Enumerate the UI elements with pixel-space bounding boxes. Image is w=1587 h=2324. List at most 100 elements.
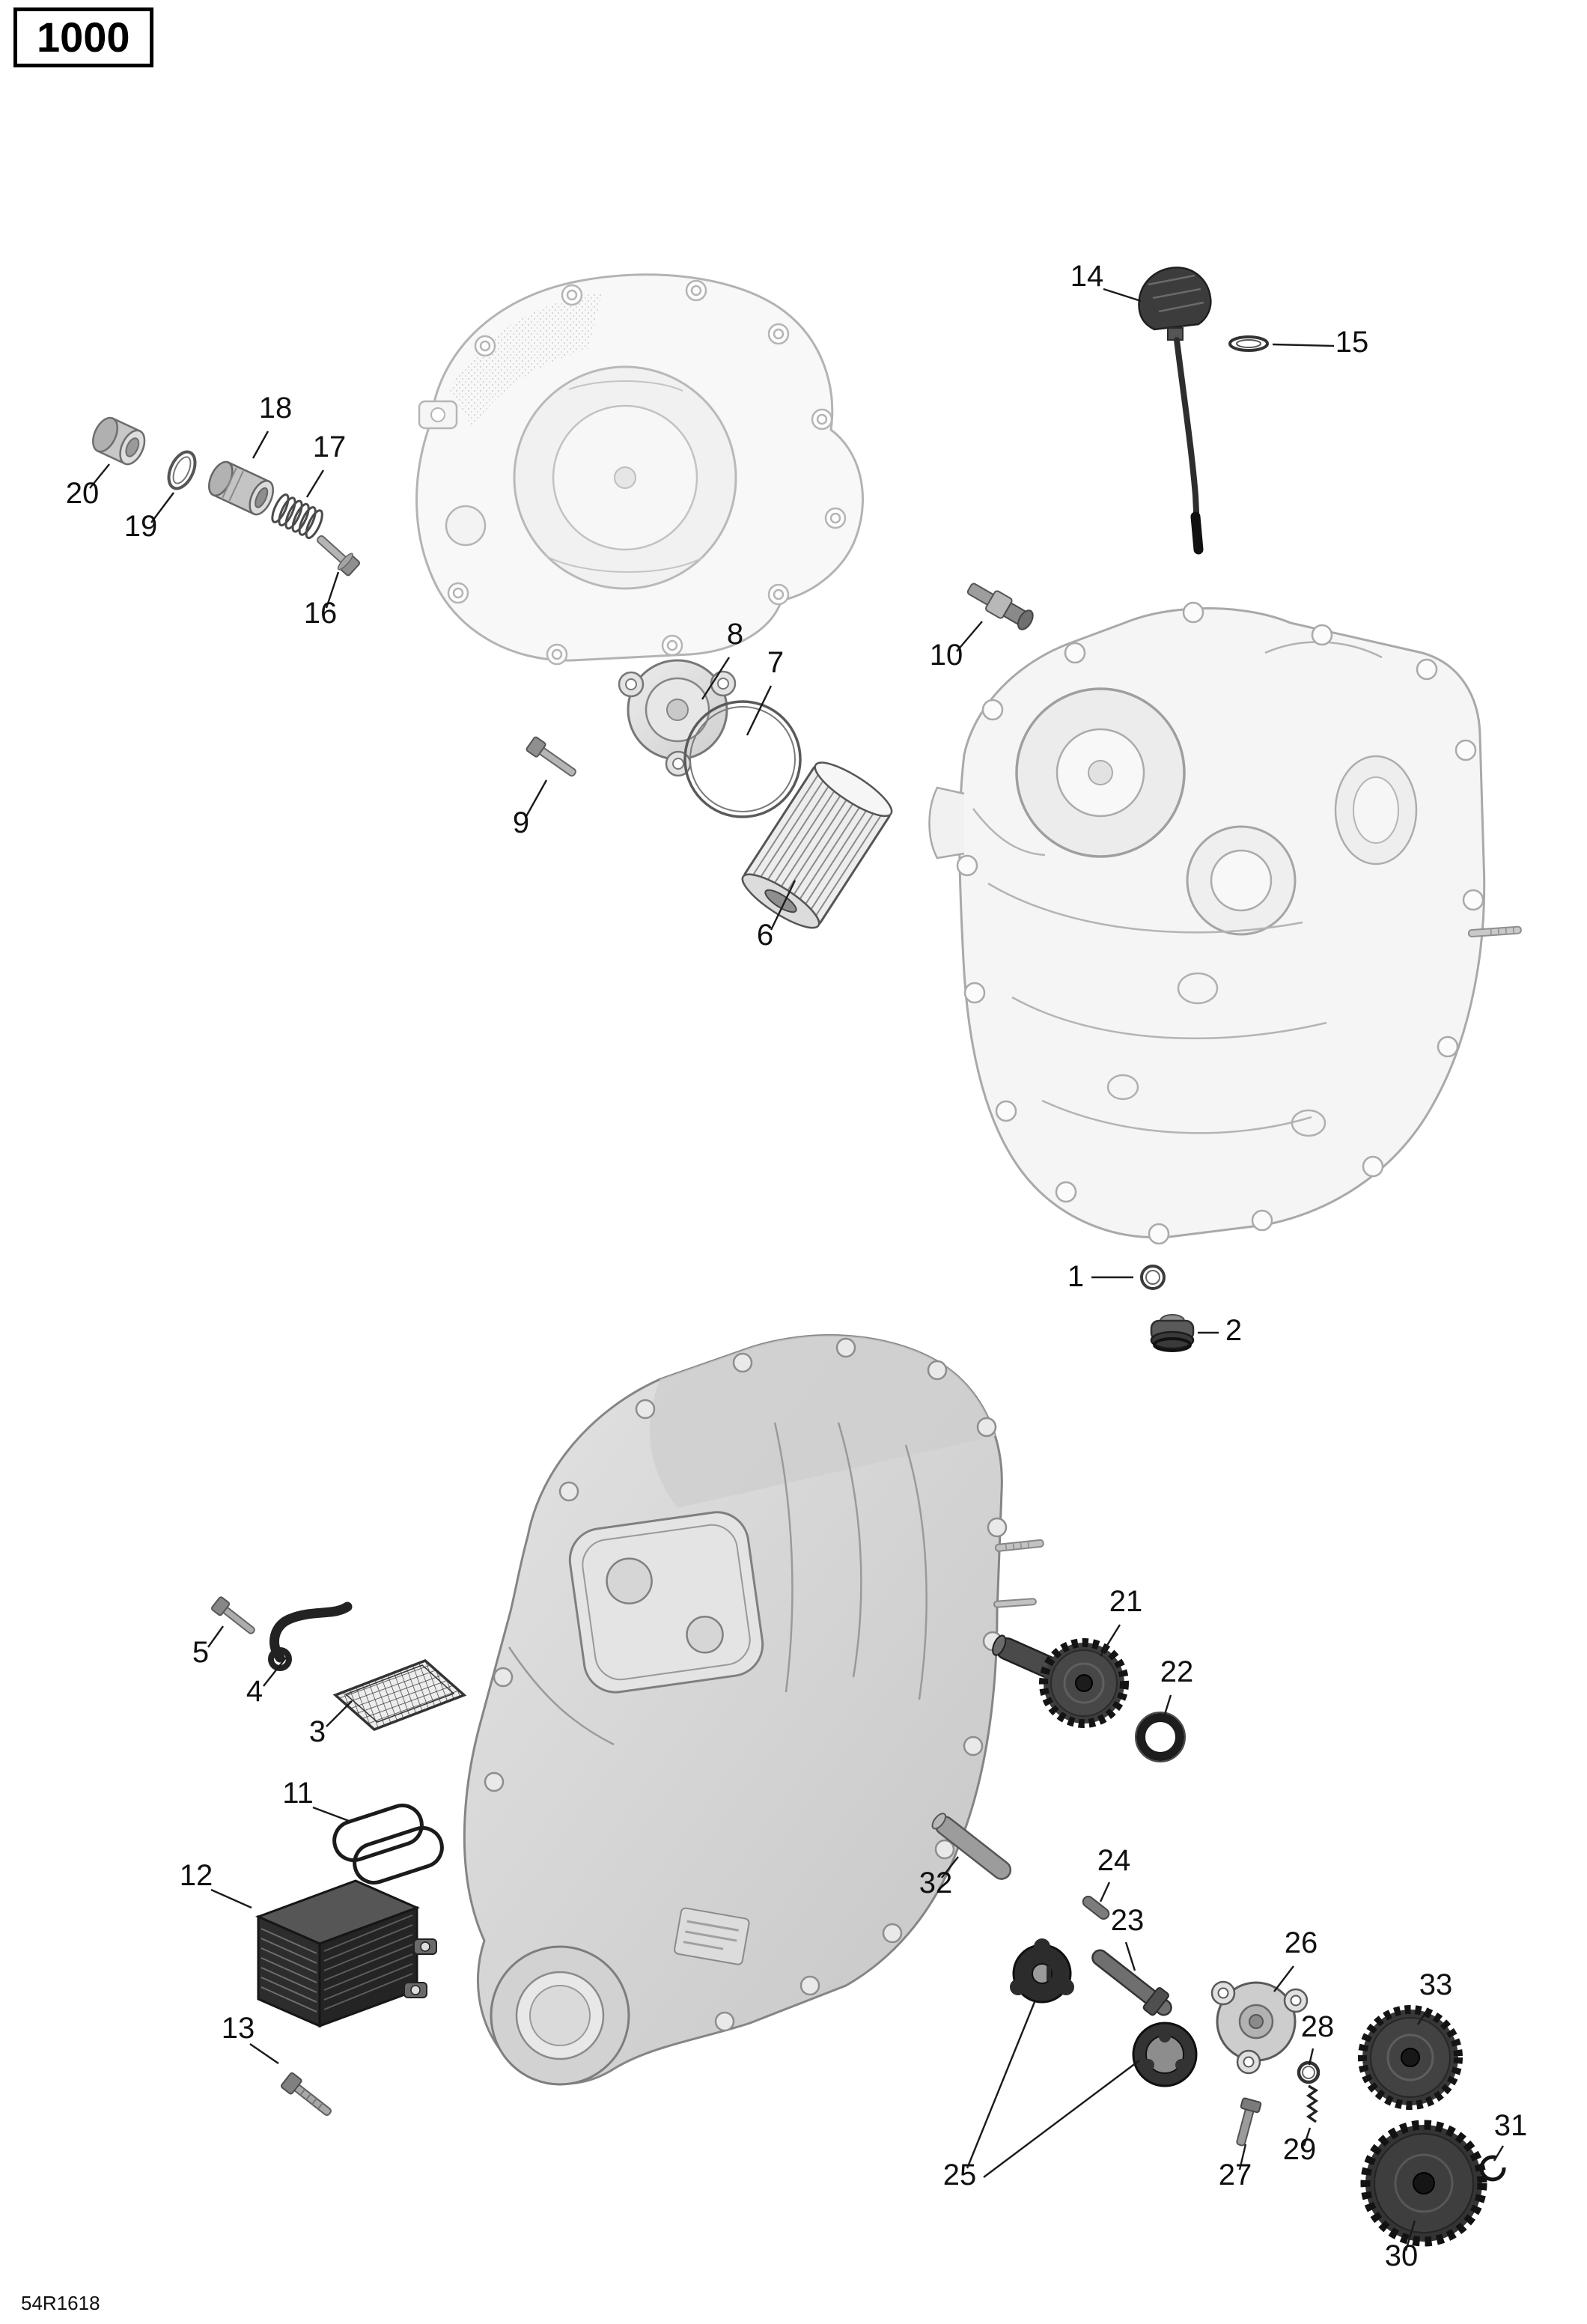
callout-leader-10	[956, 621, 983, 652]
bolt-16	[317, 535, 361, 577]
callout-leader-4	[263, 1657, 287, 1687]
callout-leader-21	[1099, 1624, 1121, 1657]
pickup-bracket-4	[268, 1601, 353, 1671]
case-stud-upper	[994, 1539, 1044, 1552]
callout-4: 4	[246, 1675, 263, 1708]
callout-leader-5	[207, 1625, 224, 1648]
plug-oring-1	[1140, 1265, 1166, 1290]
pump-shaft-23	[1091, 1949, 1172, 2016]
circlip-31	[1479, 2155, 1506, 2182]
callout-25: 25	[943, 2159, 977, 2191]
oil-cooler-12	[255, 1879, 437, 2028]
callout-12: 12	[180, 1859, 213, 1892]
bolt-27	[1236, 2097, 1262, 2147]
oil-fitting-10	[966, 582, 1034, 630]
callout-leader-25	[966, 2001, 1036, 2169]
callout-leader-33	[1416, 2007, 1430, 2025]
model-badge: 1000	[13, 7, 153, 67]
callout-23: 23	[1111, 1904, 1145, 1937]
callout-17: 17	[313, 431, 347, 463]
callout-8: 8	[727, 618, 743, 651]
callout-leader-25	[983, 2060, 1140, 2178]
callout-30: 30	[1385, 2239, 1419, 2272]
callout-13: 13	[222, 2012, 255, 2045]
callout-32: 32	[919, 1867, 953, 1899]
callout-leader-20	[89, 463, 110, 489]
callout-leader-32	[941, 1856, 959, 1879]
callout-1: 1	[1067, 1260, 1084, 1293]
filter-oring-7	[683, 700, 802, 818]
regulator-plug-20	[92, 416, 146, 466]
callout-leader-30	[1404, 2220, 1416, 2251]
crankcase-stud	[1467, 925, 1522, 938]
callout-33: 33	[1419, 1968, 1453, 2001]
callout-2: 2	[1225, 1314, 1242, 1347]
callout-27: 27	[1219, 2159, 1252, 2191]
callout-leader-16	[325, 571, 340, 609]
callout-28: 28	[1301, 2010, 1335, 2043]
callout-5: 5	[192, 1636, 209, 1669]
seal-22	[1135, 1712, 1186, 1762]
callout-leader-6	[770, 880, 796, 931]
callout-14: 14	[1070, 260, 1104, 293]
callout-leader-13	[249, 2043, 279, 2064]
case-label-plate	[674, 1907, 750, 1965]
spring-29	[1306, 2084, 1319, 2123]
callout-16: 16	[304, 597, 338, 630]
callout-leader-27	[1238, 2144, 1247, 2171]
callout-leader-8	[701, 657, 731, 700]
pump-cover-26	[1210, 1980, 1309, 2075]
cooler-gasket-11	[332, 1803, 444, 1885]
callout-leader-26	[1273, 1965, 1294, 1992]
gear-33	[1358, 2005, 1463, 2110]
case-stud-lower	[993, 1598, 1037, 1608]
callout-leader-14	[1103, 288, 1142, 302]
filter-cover-8	[618, 659, 737, 777]
oil-plug-2	[1150, 1314, 1195, 1352]
callout-leader-15	[1272, 343, 1335, 347]
pin-24	[1082, 1895, 1110, 1920]
callout-leader-19	[150, 492, 174, 523]
callout-leader-11	[312, 1806, 350, 1822]
oil-filter-assembly	[526, 659, 893, 929]
callout-leader-24	[1099, 1882, 1111, 1902]
callout-layer: 1234567891011121314151617181920212223242…	[66, 260, 1528, 2272]
callout-15: 15	[1335, 326, 1369, 359]
callout-leader-3	[326, 1700, 353, 1727]
callout-leader-7	[746, 685, 773, 736]
bolt-13	[280, 2072, 332, 2117]
callout-leader-29	[1303, 2127, 1312, 2147]
callout-leader-18	[252, 431, 269, 459]
callout-7: 7	[767, 646, 784, 679]
callout-31: 31	[1494, 2109, 1528, 2142]
oring-28	[1297, 2060, 1321, 2084]
callout-18: 18	[259, 392, 293, 425]
shaft-32	[931, 1813, 1012, 1880]
crankcase-right-half	[928, 601, 1522, 1245]
gear-30	[1360, 2120, 1487, 2247]
callout-leader-12	[210, 1888, 252, 1909]
dipstick-oring-15	[1228, 335, 1269, 352]
valve-spring-17	[271, 493, 323, 540]
callout-22: 22	[1160, 1655, 1194, 1688]
callout-26: 26	[1285, 1926, 1318, 1959]
callout-19: 19	[124, 510, 158, 543]
oil-filter-element-6	[741, 761, 893, 929]
callout-11: 11	[282, 1777, 314, 1810]
callout-leader-9	[524, 779, 548, 818]
callout-leader-17	[305, 469, 325, 498]
callout-3: 3	[309, 1715, 326, 1748]
pump-outer-rotor-25	[1132, 2022, 1198, 2087]
oil-strainer-3	[332, 1658, 467, 1732]
callout-6: 6	[757, 919, 773, 952]
callout-10: 10	[930, 639, 963, 672]
valve-piston-18	[208, 460, 274, 516]
pump-drive-gear-21	[992, 1634, 1129, 1728]
crankcase-lower	[463, 1334, 1044, 2086]
callout-24: 24	[1097, 1844, 1131, 1877]
regulator-oring-19	[167, 450, 197, 490]
pump-inner-rotor-25	[1010, 1938, 1074, 2004]
callout-leader-28	[1308, 2048, 1315, 2066]
